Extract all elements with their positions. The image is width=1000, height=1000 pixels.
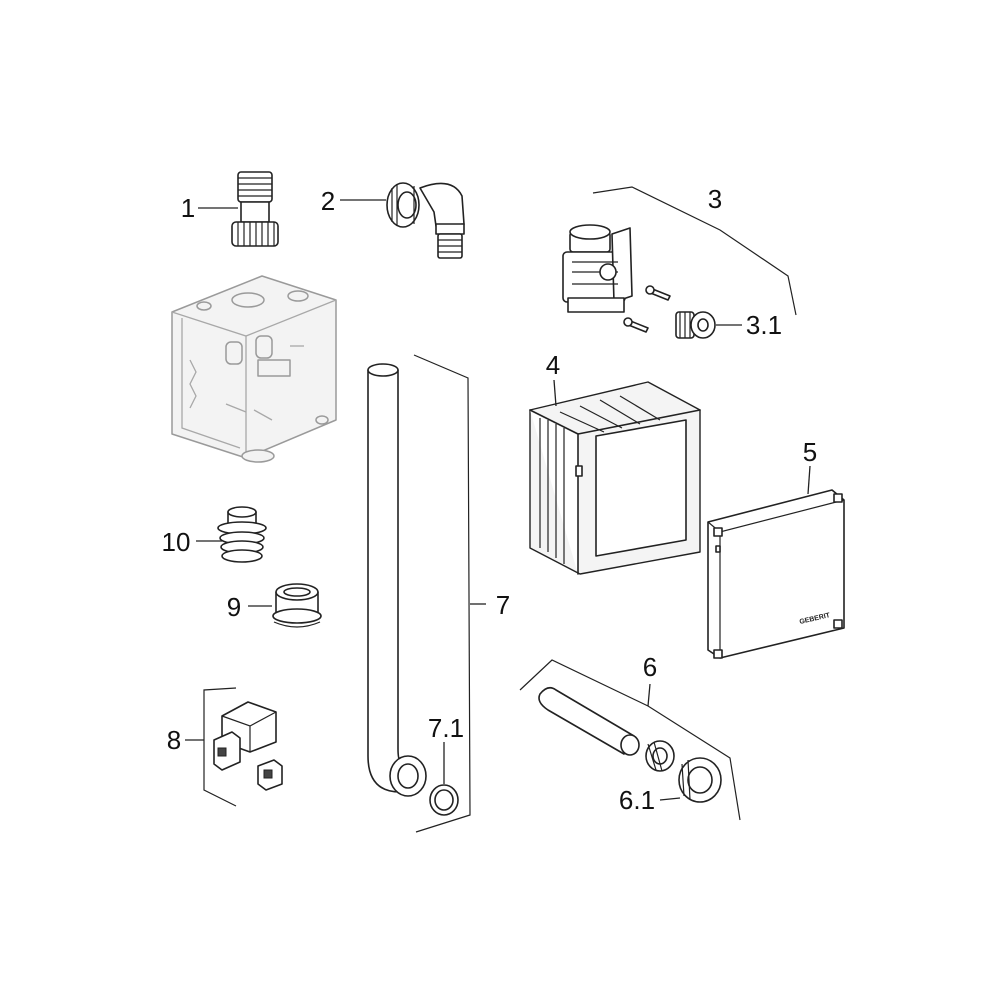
callout-5: 5: [803, 437, 817, 467]
callout-10: 10: [162, 527, 191, 557]
callout-7-1: 7.1: [428, 713, 464, 743]
part-1-threaded-adapter: [231, 171, 279, 247]
part-10-ribbed-sleeve: [217, 506, 267, 563]
part-5-cover-plate: GEBERIT: [707, 489, 845, 659]
part-6-1-threaded-nut: [678, 757, 722, 803]
callout-9: 9: [227, 592, 241, 622]
callout-3: 3: [708, 184, 722, 214]
callout-6: 6: [643, 652, 657, 682]
callout-8: 8: [167, 725, 181, 755]
part-7-bent-pipe: [367, 354, 471, 833]
callout-1: 1: [181, 193, 195, 223]
part-4-frame: [529, 381, 701, 575]
part-7-1-seal-ring: [429, 784, 459, 816]
callout-3-1: 3.1: [746, 310, 782, 340]
leader-4: [553, 379, 557, 407]
leader-5: [807, 465, 811, 495]
part-6-extension-set: [519, 659, 741, 821]
part-3-1-nipple: [675, 311, 716, 339]
part-2-elbow-fitting: [386, 182, 465, 259]
callout-4: 4: [546, 350, 560, 380]
leader-6-1: [659, 797, 681, 801]
part-8-mounting-clips: [203, 687, 283, 807]
callout-6-1: 6.1: [619, 785, 655, 815]
installation-box-ghost: [171, 275, 337, 463]
leader-6: [647, 683, 651, 707]
callout-2: 2: [321, 186, 335, 216]
part-3-valve-assembly: [562, 186, 797, 333]
part-9-ring-adapter: [272, 583, 322, 628]
callout-7: 7: [496, 590, 510, 620]
